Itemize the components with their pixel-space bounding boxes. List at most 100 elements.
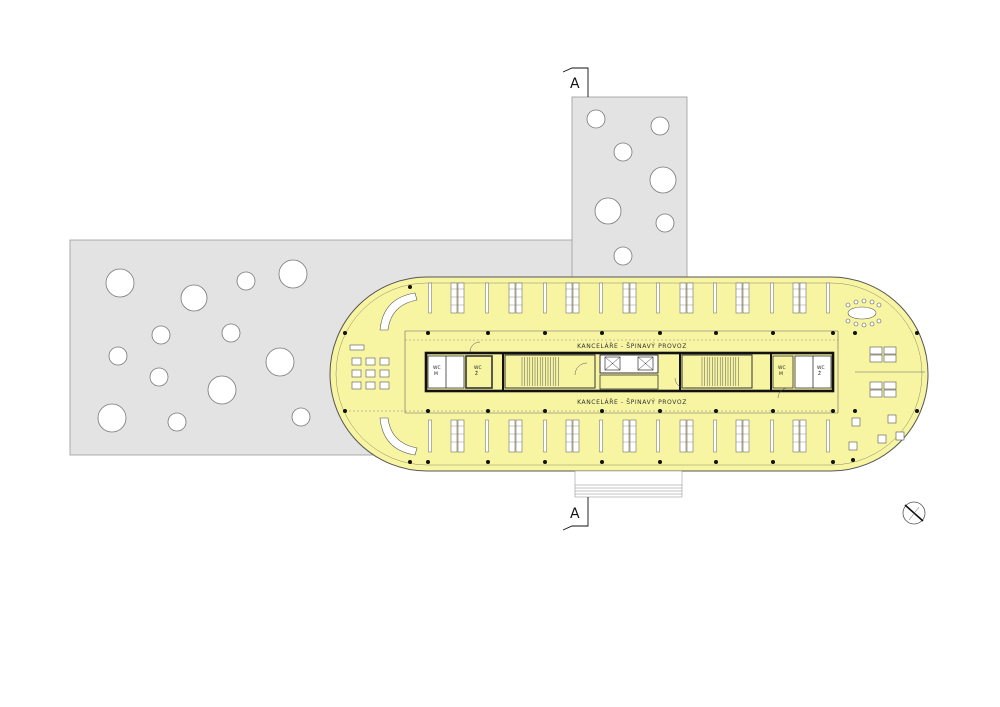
desk [515, 419, 523, 453]
desk [629, 282, 637, 314]
seminar-desk [365, 369, 376, 378]
partition [770, 282, 774, 314]
north-arrow-needle [904, 504, 924, 522]
partition [543, 282, 547, 314]
partition [656, 282, 660, 314]
desk [799, 419, 807, 453]
column [658, 331, 662, 335]
seminar-desk [351, 357, 362, 366]
column [831, 331, 835, 335]
partition [713, 282, 717, 314]
column [543, 460, 547, 464]
desk [565, 419, 573, 453]
desk [622, 282, 630, 314]
column [831, 409, 835, 413]
partition [826, 282, 830, 314]
skylights-north [586, 109, 677, 266]
section-line [562, 67, 589, 97]
chair [845, 318, 851, 324]
chair [853, 299, 859, 305]
stair-east-treads [701, 357, 739, 386]
central-core [424, 341, 835, 399]
entrance-steps [574, 470, 683, 498]
skylight [613, 142, 633, 162]
section-marker-bottom [562, 497, 589, 531]
chair [876, 318, 882, 324]
column [600, 409, 604, 413]
steps-outline [574, 470, 683, 498]
desk [457, 282, 465, 314]
seminar-tables [349, 344, 390, 390]
wc-label-east-m-sub: M [779, 371, 783, 377]
desk [742, 282, 750, 314]
wc-label-east-m: WC [778, 365, 786, 371]
lounge-table [895, 431, 905, 441]
column [658, 409, 662, 413]
skylights-west [97, 259, 311, 433]
desk [686, 282, 694, 314]
column [486, 409, 490, 413]
column [426, 331, 430, 335]
desk [735, 419, 743, 453]
skylight [649, 166, 677, 194]
desk [508, 282, 516, 314]
chair [861, 298, 867, 304]
column [771, 409, 775, 413]
skylight [236, 271, 256, 291]
column [915, 331, 919, 335]
partition [428, 419, 432, 453]
door-swing [777, 387, 789, 399]
core-lobby [599, 374, 659, 390]
skylight [265, 347, 295, 377]
column [853, 331, 857, 335]
partition [770, 419, 774, 453]
skylight [221, 323, 241, 343]
desk [572, 419, 580, 453]
section-line [562, 497, 589, 531]
column [714, 460, 718, 464]
skylight [594, 197, 622, 225]
column [831, 460, 835, 464]
column [771, 331, 775, 335]
lounge-table [887, 414, 897, 424]
partition [485, 282, 489, 314]
wc-label-west-z-sub: Ž [475, 369, 478, 377]
section-label-bottom: A [570, 506, 580, 522]
partition [543, 419, 547, 453]
skylight [105, 268, 135, 298]
column [714, 331, 718, 335]
column [486, 460, 490, 464]
wc-label-west-m: WC [433, 365, 441, 371]
partition [826, 419, 830, 453]
skylight [180, 284, 208, 312]
stair-east [681, 354, 753, 389]
column [853, 409, 857, 413]
column [915, 409, 919, 413]
skylight [108, 346, 128, 366]
skylight [291, 407, 311, 427]
wc-label-east-z-sub: Ž [818, 369, 821, 377]
desk [883, 389, 897, 398]
skylight [167, 412, 187, 432]
wc-label-east-z: WC [817, 365, 825, 371]
column [543, 409, 547, 413]
column [771, 460, 775, 464]
seminar-desk [379, 357, 390, 366]
partition [713, 419, 717, 453]
chair [853, 321, 859, 327]
wc-block-east [772, 355, 794, 389]
seminar-desk [351, 369, 362, 378]
skylight [650, 116, 670, 136]
elevator-2-cross [637, 356, 654, 371]
partition [599, 282, 603, 314]
column [343, 331, 347, 335]
seminar-desk [379, 381, 390, 390]
desk [883, 346, 897, 355]
skylight [207, 375, 237, 405]
desk [565, 282, 573, 314]
skylight [151, 325, 171, 345]
lounge-table [848, 441, 858, 451]
desk [515, 282, 523, 314]
north-arrow-icon [902, 501, 926, 525]
